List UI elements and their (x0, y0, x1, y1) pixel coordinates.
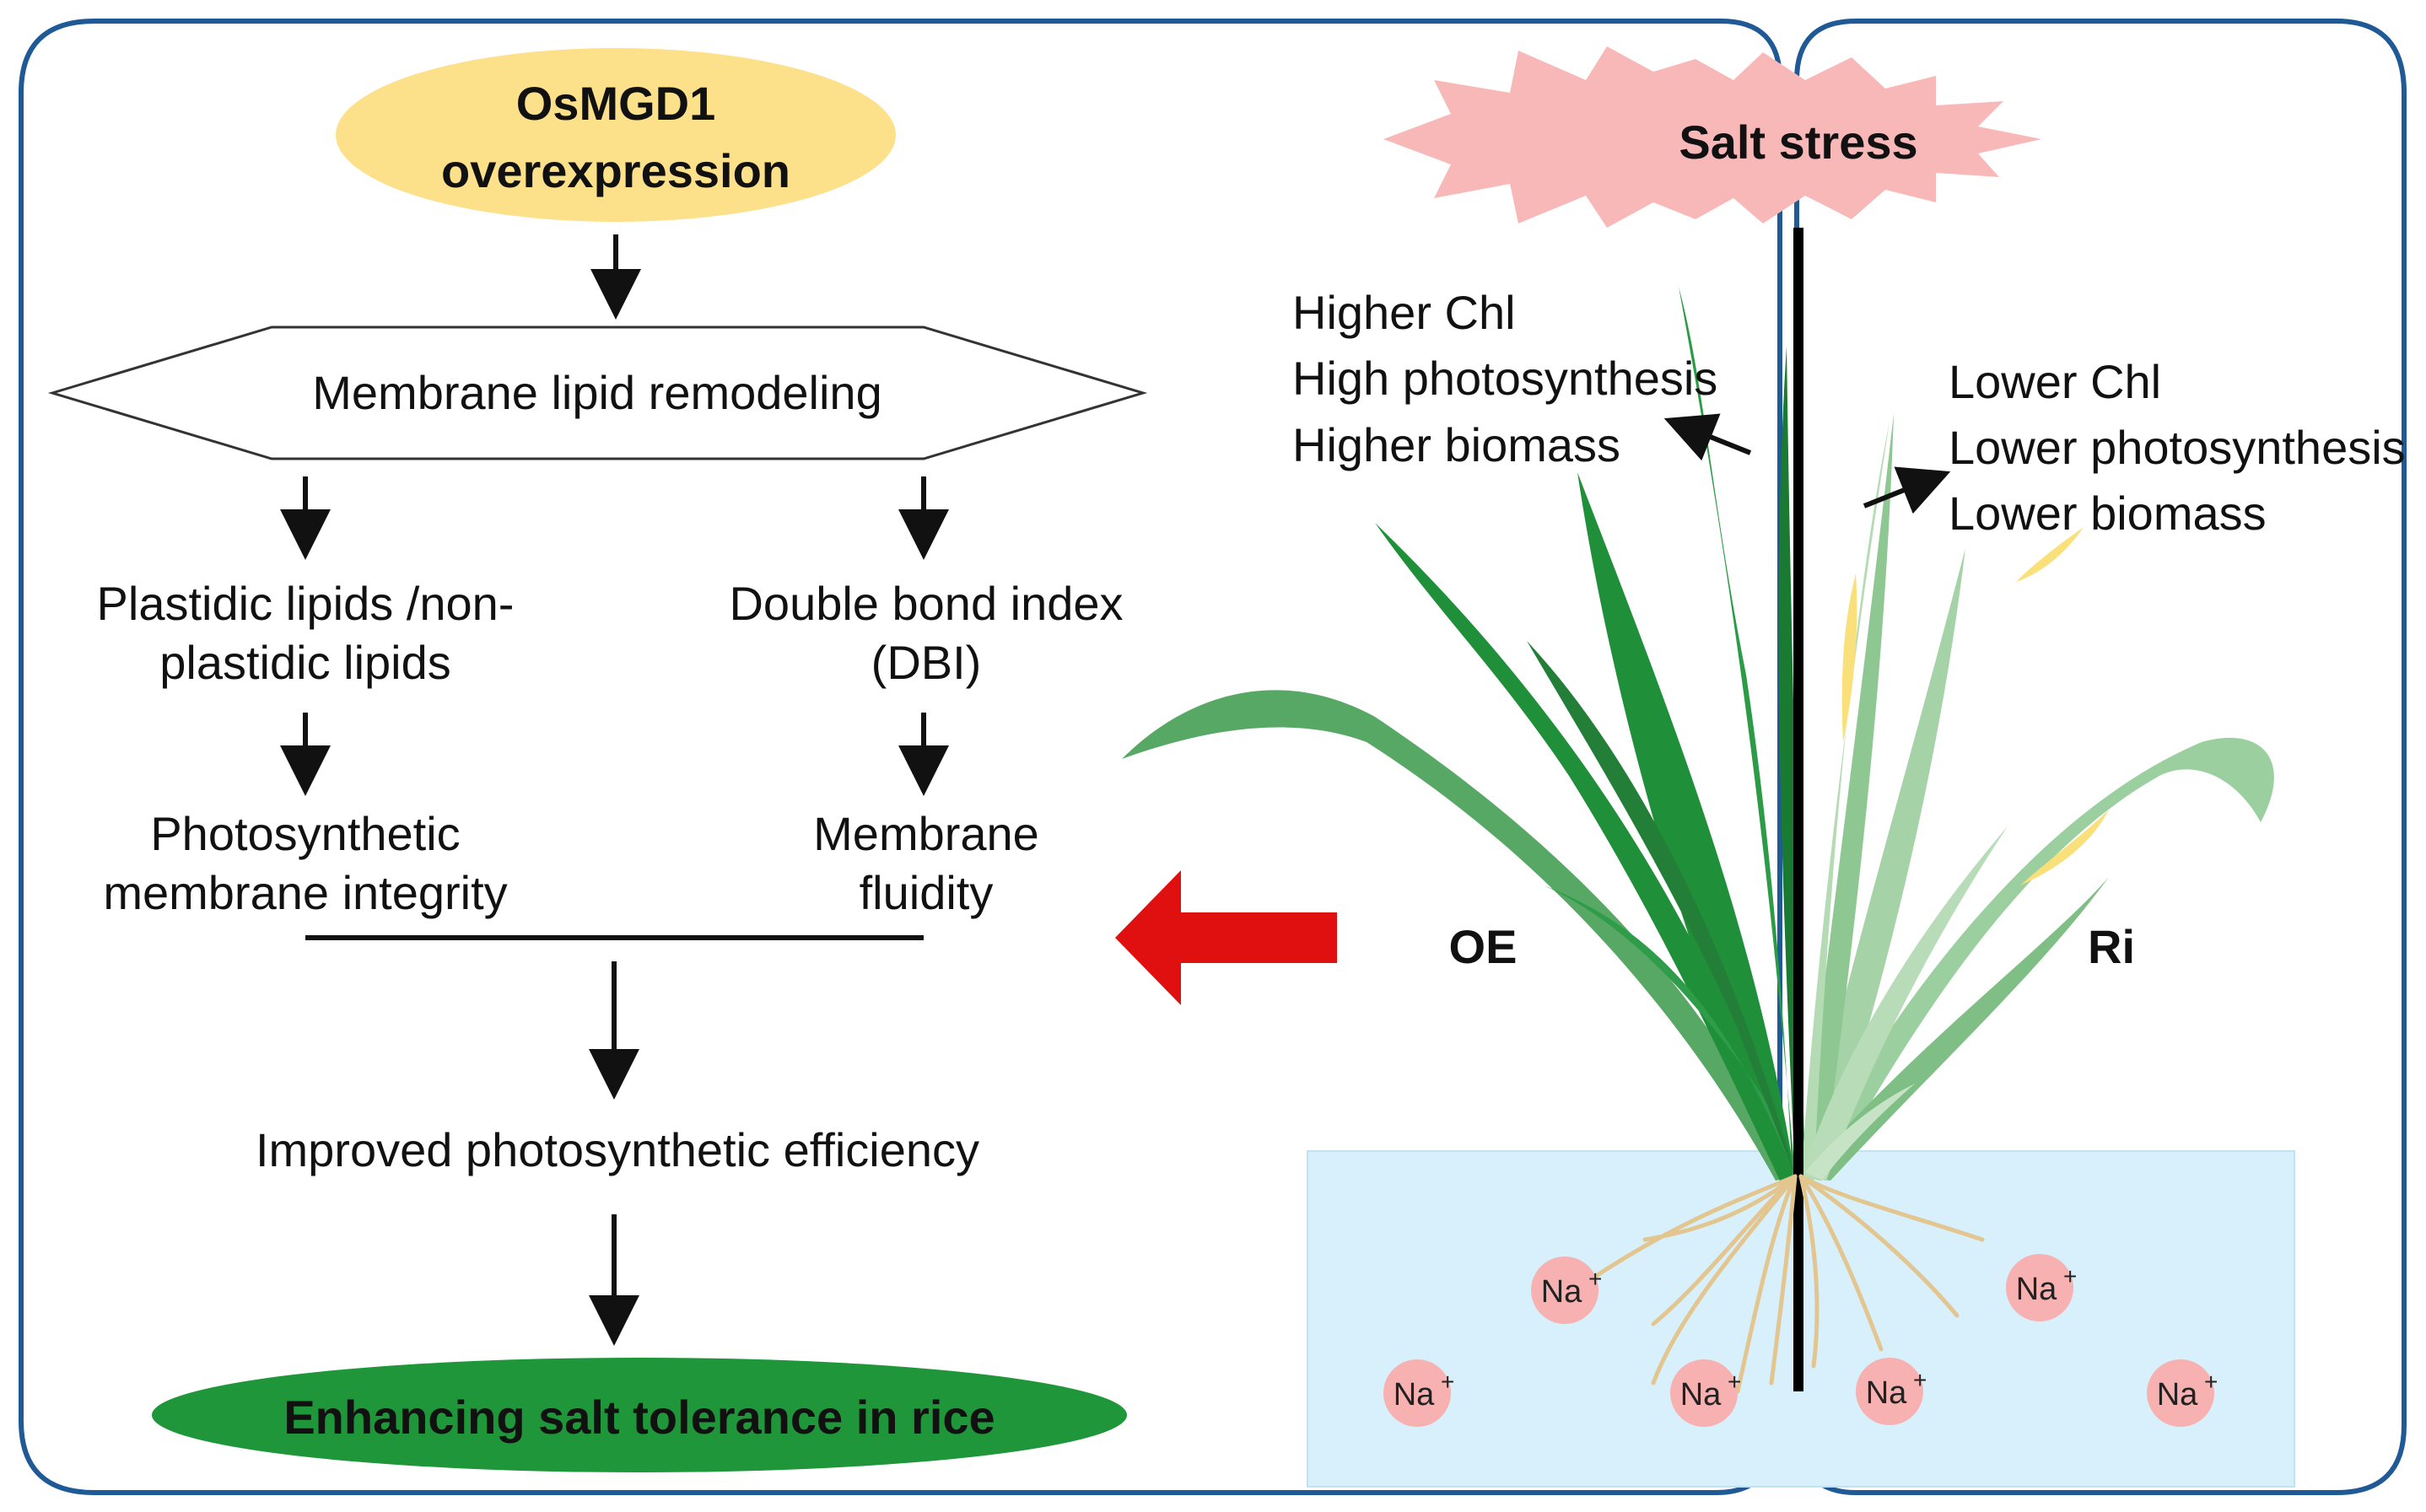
sodium-ion-label: Na (2157, 1377, 2198, 1412)
salt-stress-star (1383, 46, 2041, 228)
sodium-ion-charge: + (2063, 1263, 2077, 1289)
ri-trait: Lower biomass (1949, 487, 2267, 540)
osmgd1-title: OsMGD1 (516, 77, 716, 130)
root (1798, 1174, 1820, 1369)
sodium-ion-label: Na (1866, 1375, 1907, 1411)
yellow-leaf (1841, 573, 1857, 742)
sodium-ion-charge: + (2204, 1369, 2218, 1395)
root (1735, 1174, 1798, 1394)
root (1798, 1174, 1985, 1242)
osmgd1-ellipse (336, 48, 896, 222)
ri-trait: Lower photosynthesis (1949, 421, 2406, 474)
oe-trait: High photosynthesis (1292, 352, 1717, 405)
efficiency-label: Improved photosynthetic efficiency (256, 1123, 979, 1176)
remodeling-node: Membrane lipid remodeling (47, 326, 1148, 460)
root (1566, 1174, 1798, 1297)
red-left-arrow (1115, 870, 1337, 1005)
oe-leaf (1375, 523, 1795, 1181)
sodium-ion (1531, 1256, 1598, 1324)
fluidity-label-line2: fluidity (860, 866, 994, 919)
oe-trait: Higher Chl (1292, 286, 1516, 339)
sodium-ion (1670, 1359, 1738, 1427)
root (1651, 1174, 1798, 1386)
root (1769, 1174, 1798, 1386)
oe-trait: Higher biomass (1292, 418, 1620, 471)
dbi-label-line1: Double bond index (729, 577, 1123, 630)
ion-group: Na+Na+Na+Na+Na+Na+ (1383, 1254, 2218, 1427)
ri-leaf (1801, 877, 2109, 1181)
sodium-ion (1383, 1359, 1451, 1427)
remodeling-label: Membrane lipid remodeling (312, 366, 881, 419)
ri-leaf (1801, 422, 1890, 1181)
sodium-ion-charge: + (1913, 1367, 1927, 1393)
oe-label: OE (1449, 920, 1518, 973)
sodium-ion-charge: + (1441, 1369, 1454, 1395)
outcome-node: Enhancing salt tolerance in rice (152, 1358, 1127, 1472)
sodium-ion (2006, 1254, 2073, 1321)
dbi-label-line2: (DBI) (871, 636, 982, 689)
oe-trait-arrow (1663, 413, 1752, 461)
yellow-leaf (2020, 810, 2109, 885)
lipids-label-line2: plastidic lipids (159, 636, 451, 689)
osmgd1-subtitle: overexpression (441, 144, 790, 197)
root (1642, 1174, 1798, 1242)
sodium-ion (1856, 1358, 1923, 1425)
integrity-label-line2: membrane integrity (103, 866, 507, 919)
outcome-ellipse (152, 1358, 1127, 1472)
yellow-leaf (2016, 527, 2084, 582)
left-panel-border (19, 19, 1782, 1495)
remodeling-hexagon (47, 326, 1148, 460)
salt-stress-burst: Salt stress (1383, 46, 2041, 228)
ri-trait-arrow (1863, 466, 1951, 514)
sodium-ion (2147, 1359, 2214, 1427)
sodium-ion-label: Na (1680, 1377, 1722, 1412)
root (1651, 1174, 1798, 1326)
root (1798, 1174, 1884, 1352)
root (1798, 1174, 1960, 1318)
sodium-ion-label: Na (1541, 1274, 1582, 1310)
oe-leaf (1122, 690, 1795, 1181)
sodium-ion-label: Na (1394, 1377, 1435, 1412)
ri-trait: Lower Chl (1949, 355, 2161, 408)
integrity-label-line1: Photosynthetic (150, 807, 460, 860)
ri-leaf (1801, 826, 2008, 1181)
osmgd1-node: OsMGD1 overexpression (336, 48, 896, 222)
sodium-ion-label: Na (2016, 1272, 2057, 1307)
roots (1566, 1174, 1985, 1394)
sodium-ion-charge: + (1588, 1266, 1602, 1292)
right-panel-border (1794, 19, 2407, 1495)
ri-label: Ri (2088, 920, 2135, 973)
salt-stress-label: Salt stress (1679, 116, 1917, 169)
ri-traits: Lower Chl Lower photosynthesis Lower bio… (1949, 355, 2406, 540)
ri-leaf (1805, 1084, 1915, 1181)
lipids-label-line1: Plastidic lipids /non- (97, 577, 515, 630)
sodium-ion-charge: + (1728, 1369, 1741, 1395)
oe-leaf (1577, 472, 1795, 1181)
oe-traits: Higher Chl High photosynthesis Higher bi… (1292, 286, 1717, 471)
fluidity-label-line1: Membrane (813, 807, 1039, 860)
ri-plant (1801, 413, 2274, 1181)
outcome-label: Enhancing salt tolerance in rice (283, 1391, 995, 1444)
